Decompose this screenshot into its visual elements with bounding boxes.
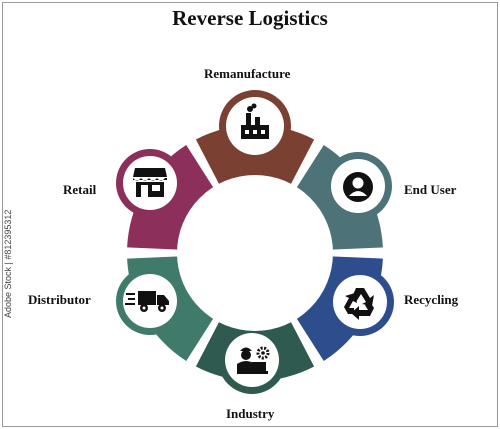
watermark-text: Adobe Stock | #812395312 xyxy=(3,209,13,318)
label-recycling: Recycling xyxy=(404,292,459,307)
center-circle xyxy=(177,175,333,331)
worker-laptop-icon xyxy=(237,346,270,374)
label-end-user: End User xyxy=(404,182,457,197)
recycle-icon xyxy=(344,288,374,320)
bubble-inner-recycling xyxy=(333,275,387,329)
factory-icon xyxy=(241,103,269,139)
label-distributor: Distributor xyxy=(28,292,91,307)
store-icon xyxy=(133,168,167,197)
label-retail: Retail xyxy=(63,182,97,197)
user-icon xyxy=(343,172,373,202)
label-remanufacture: Remanufacture xyxy=(204,66,291,81)
delivery-truck-icon xyxy=(125,291,169,312)
bubble-inner-industry xyxy=(225,333,279,387)
diagram-title: Reverse Logistics xyxy=(172,6,328,30)
label-industry: Industry xyxy=(226,406,275,421)
